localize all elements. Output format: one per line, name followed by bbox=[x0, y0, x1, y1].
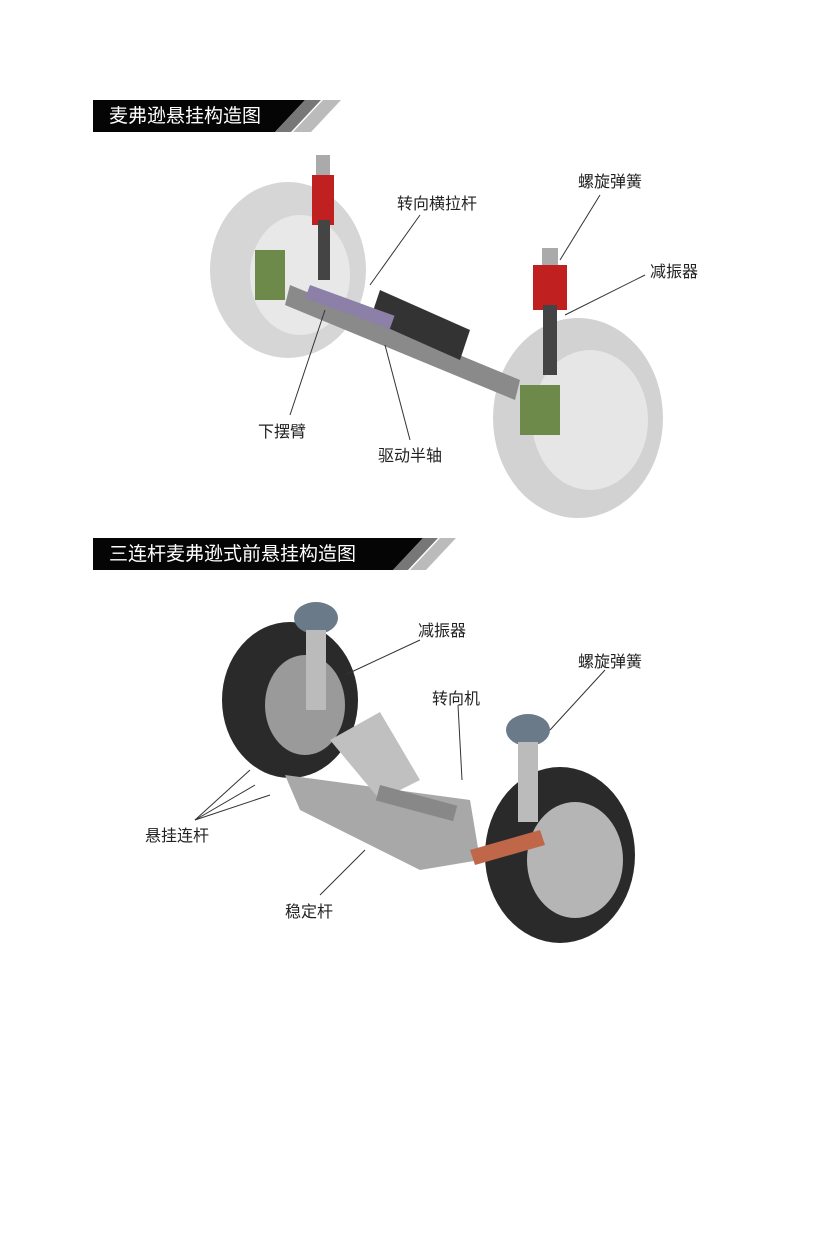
label-shock-absorber: 减振器 bbox=[650, 262, 699, 281]
header-stripes bbox=[393, 538, 456, 570]
section1-title: 麦弗逊悬挂构造图 bbox=[109, 105, 262, 127]
label-suspension-links: 悬挂连杆 bbox=[145, 826, 210, 845]
leader-lines bbox=[194, 639, 606, 896]
left-tire bbox=[222, 622, 358, 778]
leader-lines bbox=[289, 194, 646, 441]
label-drive-shaft: 驱动半轴 bbox=[378, 446, 443, 465]
right-wheel bbox=[493, 318, 663, 518]
label-steering-gear: 转向机 bbox=[432, 689, 481, 708]
axle-assembly bbox=[285, 285, 520, 400]
right-tire bbox=[485, 767, 635, 943]
label-coil-spring: 螺旋弹簧 bbox=[578, 172, 643, 191]
label-stabilizer-bar: 稳定杆 bbox=[285, 902, 334, 921]
label-tie-rod: 转向横拉杆 bbox=[397, 194, 478, 213]
section1-header: 麦弗逊悬挂构造图 bbox=[93, 100, 343, 132]
header-stripes bbox=[275, 100, 341, 132]
label-shock-absorber-2: 减振器 bbox=[418, 621, 467, 640]
macpherson-diagram bbox=[210, 155, 663, 518]
left-strut bbox=[294, 602, 338, 710]
section2-title: 三连杆麦弗逊式前悬挂构造图 bbox=[109, 543, 357, 565]
right-strut bbox=[470, 714, 550, 865]
left-wheel bbox=[210, 182, 366, 358]
label-lower-arm: 下摆臂 bbox=[258, 422, 307, 441]
left-strut bbox=[255, 155, 334, 300]
section2-header: 三连杆麦弗逊式前悬挂构造图 bbox=[93, 538, 458, 570]
subframe bbox=[285, 712, 480, 870]
label-coil-spring-2: 螺旋弹簧 bbox=[578, 652, 643, 671]
right-strut bbox=[520, 248, 567, 435]
